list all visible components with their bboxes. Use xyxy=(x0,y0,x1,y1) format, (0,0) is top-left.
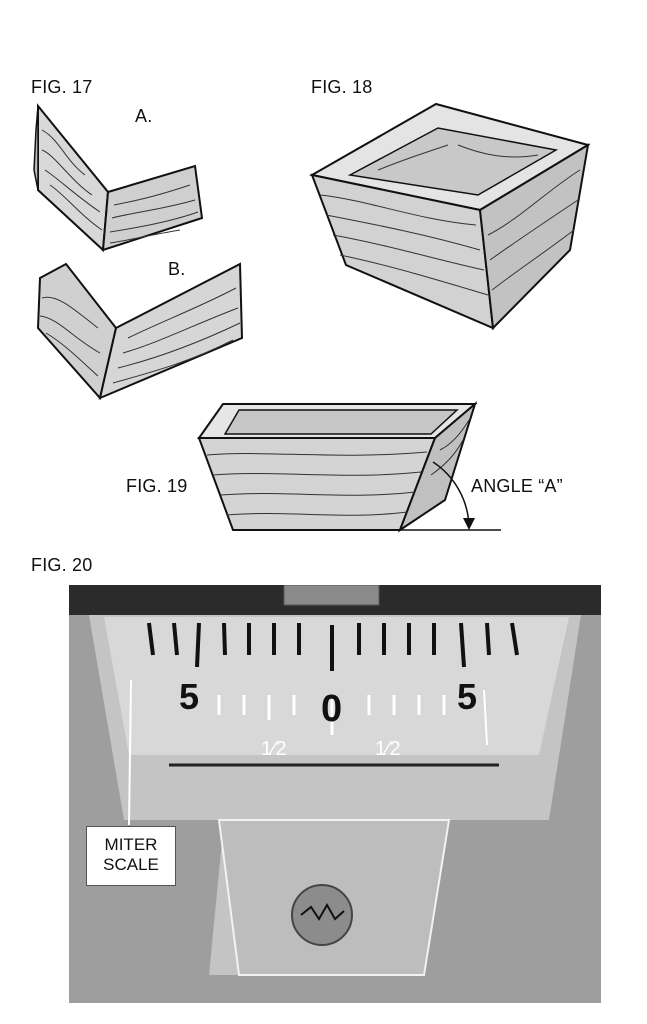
half-mark-right: 1⁄2 xyxy=(375,738,401,760)
fig17-b-miter-joint xyxy=(36,262,244,401)
half-mark-left: 1⁄2 xyxy=(261,738,287,760)
scale-number-center: 0 xyxy=(321,688,342,730)
fig17-a-label: A. xyxy=(135,106,153,126)
fig18-box xyxy=(309,102,591,331)
fig20-label: FIG. 20 xyxy=(31,555,93,575)
fig20-miter-scale: 5 0 5 1⁄2 1⁄2 xyxy=(69,585,601,1003)
fig17-b-label: B. xyxy=(168,259,186,279)
fig17-a-corner-joint xyxy=(33,103,204,253)
fig19-label: FIG. 19 xyxy=(126,476,188,496)
scale-number-left: 5 xyxy=(179,676,199,717)
callout-line-2: SCALE xyxy=(103,855,159,874)
miter-scale-callout: MITER SCALE xyxy=(86,826,176,886)
fig17-label: FIG. 17 xyxy=(31,77,93,97)
angle-a-label: ANGLE “A” xyxy=(471,476,563,496)
callout-line-1: MITER xyxy=(104,835,158,854)
scale-ticks xyxy=(147,622,519,671)
scale-number-right: 5 xyxy=(457,676,477,717)
fig18-label: FIG. 18 xyxy=(311,77,373,97)
fig19-tapered-box xyxy=(197,401,501,533)
